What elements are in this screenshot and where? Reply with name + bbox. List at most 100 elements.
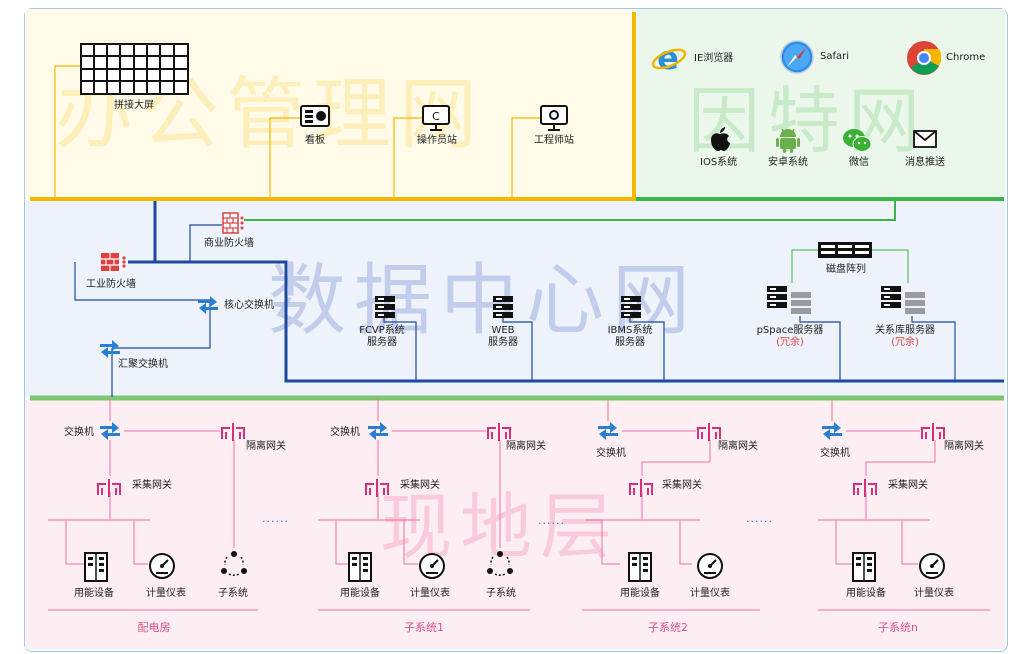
server-2-note: 服务器 — [488, 337, 518, 348]
industrial-firewall-label: 工业防火墙 — [86, 279, 136, 290]
safari-label: Safari — [820, 51, 850, 62]
chrome-icon — [907, 41, 942, 75]
internet-zone — [636, 9, 1005, 199]
diagram-frame — [24, 8, 1008, 652]
field-switch-label-2: 交换机 — [330, 427, 360, 438]
energy-device-icon-3 — [628, 552, 652, 582]
wechat-label: 微信 — [849, 157, 869, 168]
ellipsis-3: ...... — [746, 512, 773, 525]
isolation-gateway-icon-2 — [487, 423, 511, 441]
collect-gateway-label-1: 采集网关 — [132, 480, 172, 491]
subsystem-label-2: 子系统 — [486, 588, 516, 599]
collect-gateway-label-2: 采集网关 — [400, 480, 440, 491]
ios-label: IOS系统 — [700, 157, 738, 168]
group-name-4: 子系统n — [878, 621, 918, 634]
commercial-firewall-label: 商业防火墙 — [204, 238, 254, 249]
collect-gateway-icon-4 — [853, 479, 877, 497]
group-name-1: 配电房 — [137, 621, 171, 634]
video-wall-icon — [80, 43, 189, 95]
engineer-station-label: 工程师站 — [534, 135, 574, 146]
meter-label-1: 计量仪表 — [146, 588, 186, 599]
subsystem-icon-2 — [487, 551, 513, 576]
isolation-gateway-label-4: 隔离网关 — [944, 441, 984, 452]
chrome-label: Chrome — [946, 52, 986, 63]
server-3-name: IBMS系统 — [607, 325, 653, 336]
commercial-firewall-icon — [222, 212, 244, 234]
energy-device-label-3: 用能设备 — [620, 588, 660, 599]
subsystem-label-1: 子系统 — [218, 588, 248, 599]
collect-gateway-icon-3 — [629, 479, 653, 497]
isolation-gateway-icon-1 — [221, 423, 245, 441]
subsystem-icon-1 — [221, 551, 247, 576]
collect-gateway-label-3: 采集网关 — [662, 480, 702, 491]
kanban-label: 看板 — [305, 135, 325, 146]
isolation-gateway-icon-4 — [921, 423, 945, 441]
field-switch-icon-3 — [598, 422, 618, 440]
apple-icon — [711, 127, 730, 151]
meter-label-2: 计量仪表 — [410, 588, 450, 599]
safari-icon — [780, 40, 814, 74]
collect-gateway-icon-1 — [97, 479, 121, 497]
operator-station-label: 操作员站 — [417, 135, 457, 146]
isolation-gateway-label-1: 隔离网关 — [246, 441, 286, 452]
field-switch-icon-2 — [368, 422, 388, 440]
energy-device-icon-4 — [852, 552, 876, 582]
meter-icon-4 — [919, 553, 945, 579]
android-icon — [776, 128, 800, 153]
server-1-note: 服务器 — [367, 337, 397, 348]
ie-browser-label: IE浏览器 — [694, 53, 734, 64]
ie-browser-icon: e — [651, 42, 687, 74]
collect-gateway-icon-2 — [365, 479, 389, 497]
field-zone — [25, 399, 1005, 649]
field-switch-label-1: 交换机 — [64, 427, 94, 438]
office-zone — [25, 9, 634, 199]
kanban-icon — [300, 105, 330, 127]
isolation-gateway-label-3: 隔离网关 — [718, 441, 758, 452]
server-4-name: pSpace服务器 — [756, 325, 824, 336]
server-2-name: WEB — [491, 325, 515, 336]
ellipsis-1: ...... — [262, 512, 289, 525]
server-icon-2 — [493, 296, 513, 318]
energy-device-label-4: 用能设备 — [846, 588, 886, 599]
server-icon-3 — [621, 296, 641, 318]
meter-label-4: 计量仪表 — [914, 588, 954, 599]
field-switch-label-4: 交换机 — [820, 448, 850, 459]
meter-label-3: 计量仪表 — [690, 588, 730, 599]
collect-gateway-label-4: 采集网关 — [888, 480, 928, 491]
aggregation-switch-label: 汇聚交换机 — [118, 359, 168, 370]
server-icon-5 — [881, 286, 925, 314]
meter-icon-1 — [149, 553, 175, 579]
group-name-2: 子系统1 — [404, 621, 444, 634]
svg-text:C: C — [432, 110, 440, 123]
disk-array-label: 磁盘阵列 — [826, 264, 866, 275]
aggregation-switch-icon — [100, 340, 120, 358]
datacenter-zone — [25, 201, 1005, 397]
industrial-firewall-icon — [101, 253, 126, 271]
ellipsis-2: ...... — [538, 514, 565, 527]
field-switch-icon-1 — [100, 422, 120, 440]
energy-device-icon-2 — [348, 552, 372, 582]
operator-station-icon: C — [422, 105, 450, 131]
core-switch-icon — [198, 296, 218, 314]
meter-icon-3 — [697, 553, 723, 579]
server-1-name: FCVP系统 — [359, 325, 405, 336]
energy-device-label-2: 用能设备 — [340, 588, 380, 599]
message-push-icon — [913, 130, 937, 148]
engineer-station-icon — [540, 105, 568, 131]
core-switch-label: 核心交换机 — [224, 300, 274, 311]
group-name-3: 子系统2 — [648, 621, 688, 634]
server-icon-4 — [767, 286, 811, 314]
wechat-icon — [843, 129, 872, 152]
energy-device-icon-1 — [84, 552, 108, 582]
field-switch-icon-4 — [822, 422, 842, 440]
isolation-gateway-icon-3 — [697, 423, 721, 441]
server-4-note: (冗余) — [776, 337, 804, 348]
server-5-name: 关系库服务器 — [875, 325, 935, 336]
server-5-note: (冗余) — [891, 337, 919, 348]
isolation-gateway-label-2: 隔离网关 — [506, 441, 546, 452]
video-wall-label: 拼接大屏 — [114, 100, 154, 111]
server-3-note: 服务器 — [615, 337, 645, 348]
message-push-label: 消息推送 — [905, 157, 945, 168]
server-icon-1 — [375, 296, 395, 318]
